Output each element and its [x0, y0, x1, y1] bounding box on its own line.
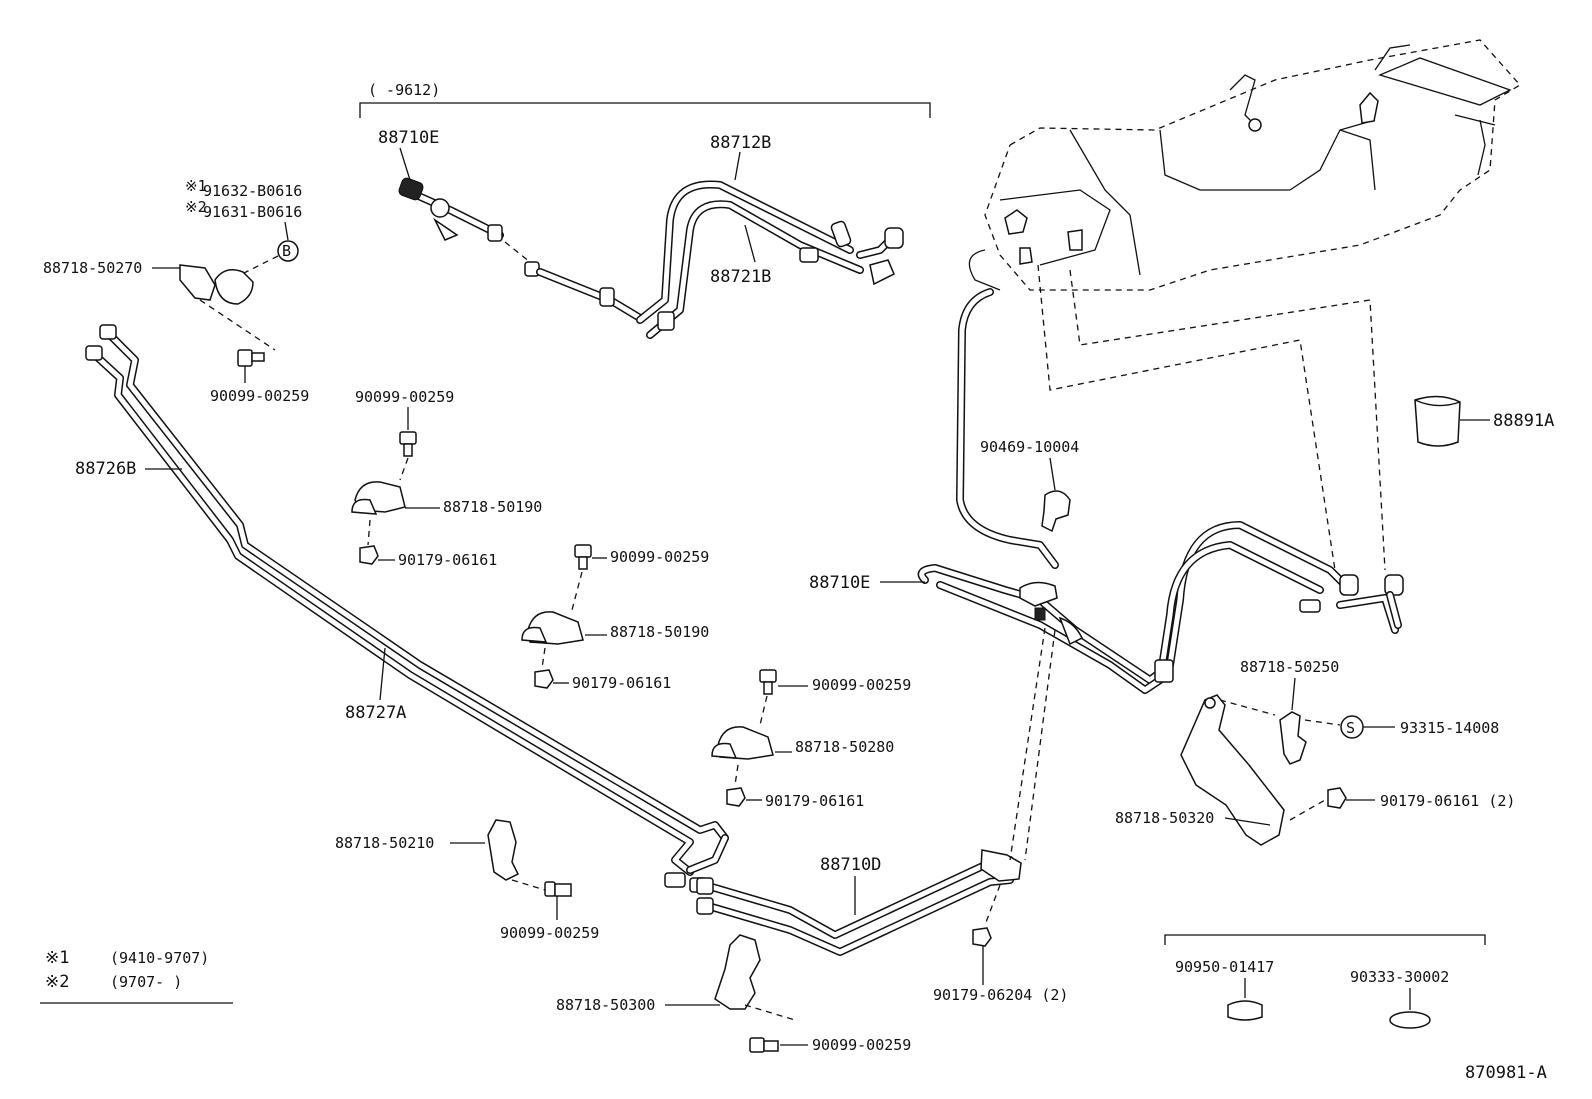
upper-pipe-assembly	[398, 177, 904, 339]
label-90333-30002: 90333-30002	[1350, 968, 1449, 986]
label-90099-f: 90099-00259	[812, 1036, 911, 1054]
label-90099-d: 90099-00259	[812, 676, 911, 694]
label-91632-B0616: 91632-B0616	[203, 182, 302, 200]
label-88727A: 88727A	[345, 703, 406, 723]
label-90179-06161-2: 90179-06161 (2)	[1380, 792, 1515, 810]
label-88710E-mid: 88710E	[809, 573, 870, 593]
circle-b-icon	[277, 240, 299, 262]
label-90099-a: 90099-00259	[210, 387, 309, 405]
clamp-group-a: 90099-00259 88718-50190 90179-06161	[351, 388, 542, 569]
clamp-88718-50210: 88718-50210 90099-00259	[335, 819, 599, 942]
gasket-icon	[1389, 1011, 1431, 1029]
legend-mark-1: ※1	[45, 948, 69, 968]
label-90179-a: 90179-06161	[398, 551, 497, 569]
circle-b-letter: B	[282, 242, 291, 260]
bracket-88718-50250: 88718-50250 S 93315-14008	[1219, 658, 1499, 765]
label-90179-06204: 90179-06204 (2)	[933, 986, 1068, 1004]
label-93315-14008: 93315-14008	[1400, 719, 1499, 737]
bracket-88718-50270: ※1 91632-B0616 ※2 91631-B0616 B 88718-50…	[43, 177, 309, 405]
legend-range-1: (9410-9707)	[110, 949, 209, 967]
label-88718-50280: 88718-50280	[795, 738, 894, 756]
bracket-88718-50320: 90179-06161 (2) 88718-50320	[1115, 694, 1515, 846]
fuel-tank	[968, 39, 1522, 291]
mark-1: ※1	[185, 177, 207, 195]
label-90179-c: 90179-06161	[765, 792, 864, 810]
label-88891A: 88891A	[1493, 411, 1554, 431]
label-90099-e: 90099-00259	[500, 924, 599, 942]
label-88718-50190-b: 88718-50190	[610, 623, 709, 641]
grommet-88891A: 88891A	[1414, 395, 1554, 447]
clip-90469-10004: 90469-10004	[980, 438, 1079, 533]
clamp-group-c: 90099-00259 88718-50280 90179-06161	[711, 669, 911, 810]
label-90099-b: 90099-00259	[355, 388, 454, 406]
date-range-label: ( -9612)	[368, 81, 440, 99]
mark-2: ※2	[185, 198, 207, 216]
label-90099-c: 90099-00259	[610, 548, 709, 566]
lower-pipe-88710E	[917, 521, 1404, 861]
label-90179-b: 90179-06161	[572, 674, 671, 692]
label-88718-50320: 88718-50320	[1115, 809, 1214, 827]
pipe-88710D	[696, 849, 1022, 956]
long-pipe	[85, 324, 729, 893]
label-88718-50210: 88718-50210	[335, 834, 434, 852]
plug-gasket-group: 90950-01417 90333-30002	[1164, 934, 1486, 1029]
label-88712B: 88712B	[710, 133, 771, 153]
legend-range-2: (9707- )	[110, 973, 182, 991]
circle-s-letter: S	[1346, 719, 1355, 737]
clamp-group-b: 90099-00259 88718-50190 90179-06161	[521, 544, 709, 692]
label-90469-10004: 90469-10004	[980, 438, 1079, 456]
label-88726B: 88726B	[75, 459, 136, 479]
label-88718-50270: 88718-50270	[43, 259, 142, 277]
bracket-88718-50300: 88718-50300 90099-00259	[556, 934, 911, 1054]
legend: ※1 (9410-9707) ※2 (9707- )	[40, 948, 233, 1004]
label-88710D: 88710D	[820, 855, 881, 875]
date-range-bracket: ( -9612)	[359, 81, 931, 118]
reference-code: 870981-A	[1465, 1063, 1547, 1083]
label-88710E-top: 88710E	[378, 128, 439, 148]
label-88718-50190-a: 88718-50190	[443, 498, 542, 516]
plug-icon	[1227, 1000, 1263, 1021]
label-88718-50300: 88718-50300	[556, 996, 655, 1014]
label-88721B: 88721B	[710, 267, 771, 287]
legend-mark-2: ※2	[45, 972, 69, 992]
label-91631-B0616: 91631-B0616	[203, 203, 302, 221]
label-90950-01417: 90950-01417	[1175, 958, 1274, 976]
label-88718-50250: 88718-50250	[1240, 658, 1339, 676]
